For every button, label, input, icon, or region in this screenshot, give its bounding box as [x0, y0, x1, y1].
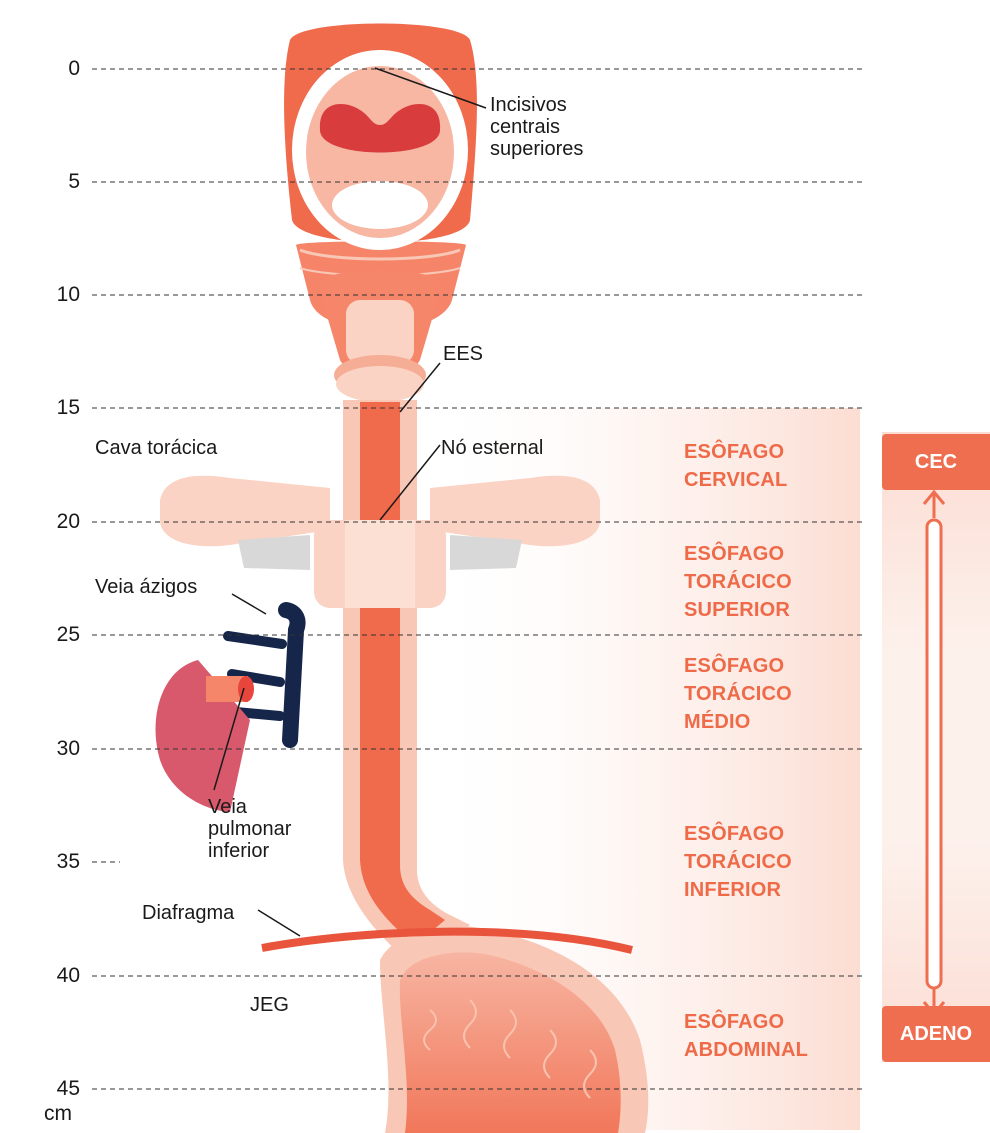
incisors-label-line: Incisivos	[490, 94, 583, 116]
region-cervical: ESÔFAGO CERVICAL	[684, 438, 787, 494]
pulmonary-vein-label-line: inferior	[208, 840, 291, 862]
region-line: CERVICAL	[684, 466, 787, 494]
region-line: ESÔFAGO	[684, 652, 792, 680]
region-line: TORÁCICO	[684, 680, 792, 708]
region-line: SUPERIOR	[684, 596, 792, 624]
sternal-node-label: Nó esternal	[441, 437, 543, 459]
region-line: MÉDIO	[684, 708, 792, 736]
lung-pulmonary-vein	[156, 660, 254, 812]
region-lower-thoracic: ESÔFAGO TORÁCICO INFERIOR	[684, 820, 792, 904]
region-abdominal: ESÔFAGO ABDOMINAL	[684, 1008, 808, 1064]
diaphragm-label: Diafragma	[142, 902, 234, 924]
depth-tick-35: 35	[30, 850, 80, 874]
region-line: ESÔFAGO	[684, 438, 787, 466]
thoracic-cavity-label: Cava torácica	[95, 437, 217, 459]
region-upper-thoracic: ESÔFAGO TORÁCICO SUPERIOR	[684, 540, 792, 624]
region-line: ESÔFAGO	[684, 540, 792, 568]
region-line: ABDOMINAL	[684, 1036, 808, 1064]
depth-tick-5: 5	[30, 170, 80, 194]
histology-double-arrow	[882, 488, 990, 1048]
depth-unit: cm	[44, 1102, 72, 1126]
ees-label: EES	[443, 343, 483, 365]
azygos-vein-label: Veia ázigos	[95, 576, 197, 598]
depth-tick-25: 25	[30, 623, 80, 647]
region-line: ESÔFAGO	[684, 1008, 808, 1036]
depth-tick-45: 45	[30, 1077, 80, 1101]
region-line: INFERIOR	[684, 876, 792, 904]
badge-cec: CEC	[882, 434, 990, 490]
gej-label: JEG	[250, 994, 289, 1016]
incisors-label: Incisivos centrais superiores	[490, 94, 583, 160]
depth-tick-20: 20	[30, 510, 80, 534]
pulmonary-vein-label-line: Veia	[208, 796, 291, 818]
pulmonary-vein-label: Veia pulmonar inferior	[208, 796, 291, 862]
pulmonary-vein-label-line: pulmonar	[208, 818, 291, 840]
depth-tick-10: 10	[30, 283, 80, 307]
badge-adeno: ADENO	[882, 1006, 990, 1062]
region-middle-thoracic: ESÔFAGO TORÁCICO MÉDIO	[684, 652, 792, 736]
region-line: ESÔFAGO	[684, 820, 792, 848]
depth-tick-0: 0	[30, 57, 80, 81]
region-line: TORÁCICO	[684, 848, 792, 876]
incisors-label-line: superiores	[490, 138, 583, 160]
depth-tick-15: 15	[30, 396, 80, 420]
depth-tick-30: 30	[30, 737, 80, 761]
region-line: TORÁCICO	[684, 568, 792, 596]
depth-tick-40: 40	[30, 964, 80, 988]
incisors-label-line: centrais	[490, 116, 583, 138]
